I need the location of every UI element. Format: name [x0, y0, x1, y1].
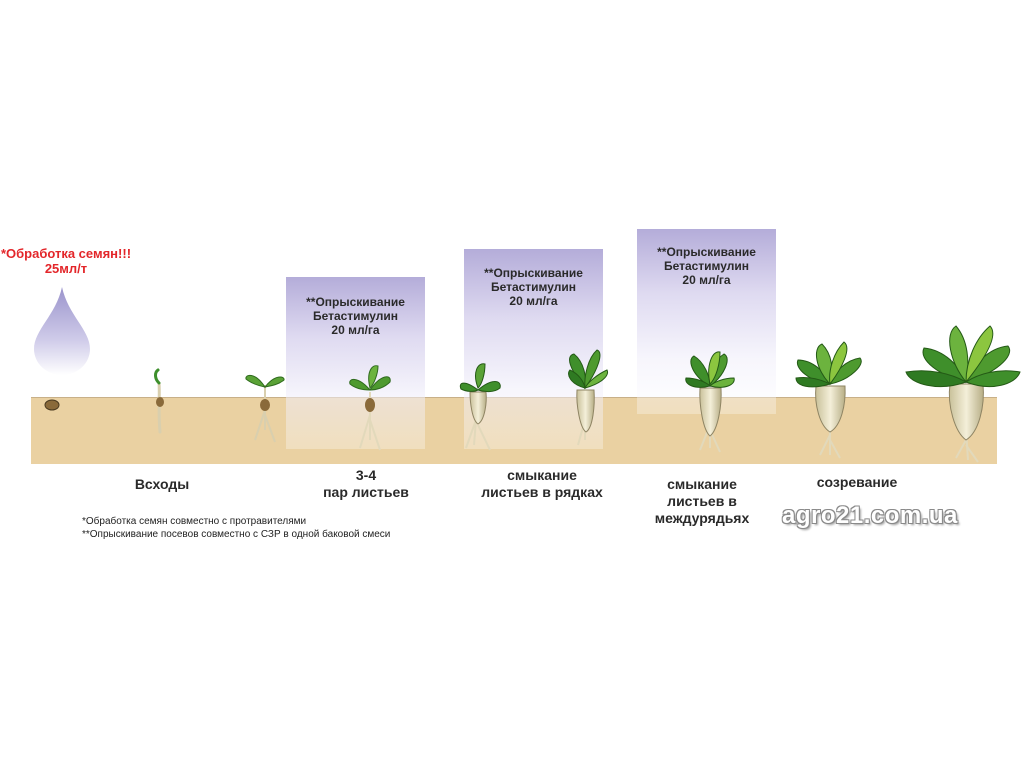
stage-label-line: междурядьях — [654, 510, 750, 526]
spray-box-line: **Опрыскивание — [657, 245, 756, 259]
stage-label-line: 3-4 — [355, 467, 377, 483]
stage-label-3-4-leaves: 3-4 пар листьев — [306, 467, 426, 501]
seed-treatment-rate: 25мл/т — [44, 261, 88, 276]
stage-label-line: смыкание — [507, 467, 577, 483]
stage-label-line: созревание — [816, 474, 898, 490]
stage-label-row-closing: смыкание листьев в рядках — [462, 467, 622, 501]
stage-label-ripening: созревание — [797, 474, 917, 491]
stage-label-line: листьев в — [667, 493, 737, 509]
row-closing-plant-large — [568, 349, 609, 446]
spray-box-line: Бетастимулин — [312, 309, 399, 323]
spray-box-line: Бетастимулин — [490, 280, 577, 294]
spray-box-line: Бетастимулин — [663, 259, 750, 273]
stage-label-interrow-closing: смыкание листьев в междурядьях — [632, 476, 772, 527]
stage-label-line: листьев в рядках — [481, 484, 603, 500]
spray-box-line: 20 мл/га — [509, 294, 558, 308]
water-drop-icon — [34, 287, 90, 375]
watermark: agro21.com.ua — [782, 502, 958, 529]
footnote-spraying: **Опрыскивание посевов совместно с СЗР в… — [82, 529, 391, 540]
seed-treatment-title: *Обработка семян!!! — [0, 246, 132, 261]
footnote-seed-treatment: *Обработка семян совместно с протравител… — [82, 516, 307, 527]
stage-label-line: смыкание — [667, 476, 737, 492]
seed-icon — [44, 399, 60, 411]
stage-label-line: пар листьев — [323, 484, 409, 500]
spray-box-line: 20 мл/га — [682, 273, 731, 287]
spray-box-stage-2: **Опрыскивание Бетастимулин 20 мл/га — [286, 277, 425, 449]
spray-box-line: **Опрыскивание — [306, 295, 405, 309]
spray-box-line: 20 мл/га — [331, 323, 380, 337]
stage-label-line: Всходы — [134, 476, 190, 492]
mature-beet-plant — [905, 325, 1021, 463]
four-leaf-plant — [349, 365, 391, 451]
sprout-plant — [154, 368, 164, 434]
stage-label-emergence: Всходы — [102, 476, 222, 493]
interrow-closing-plant — [685, 351, 735, 453]
spray-box-stage-3: **Опрыскивание Бетастимулин 20 мл/га — [464, 249, 603, 449]
seedling-plant — [245, 374, 285, 443]
spray-box-line: **Опрыскивание — [484, 266, 583, 280]
row-closing-plant-small — [459, 363, 501, 451]
ripening-plant — [795, 341, 862, 459]
